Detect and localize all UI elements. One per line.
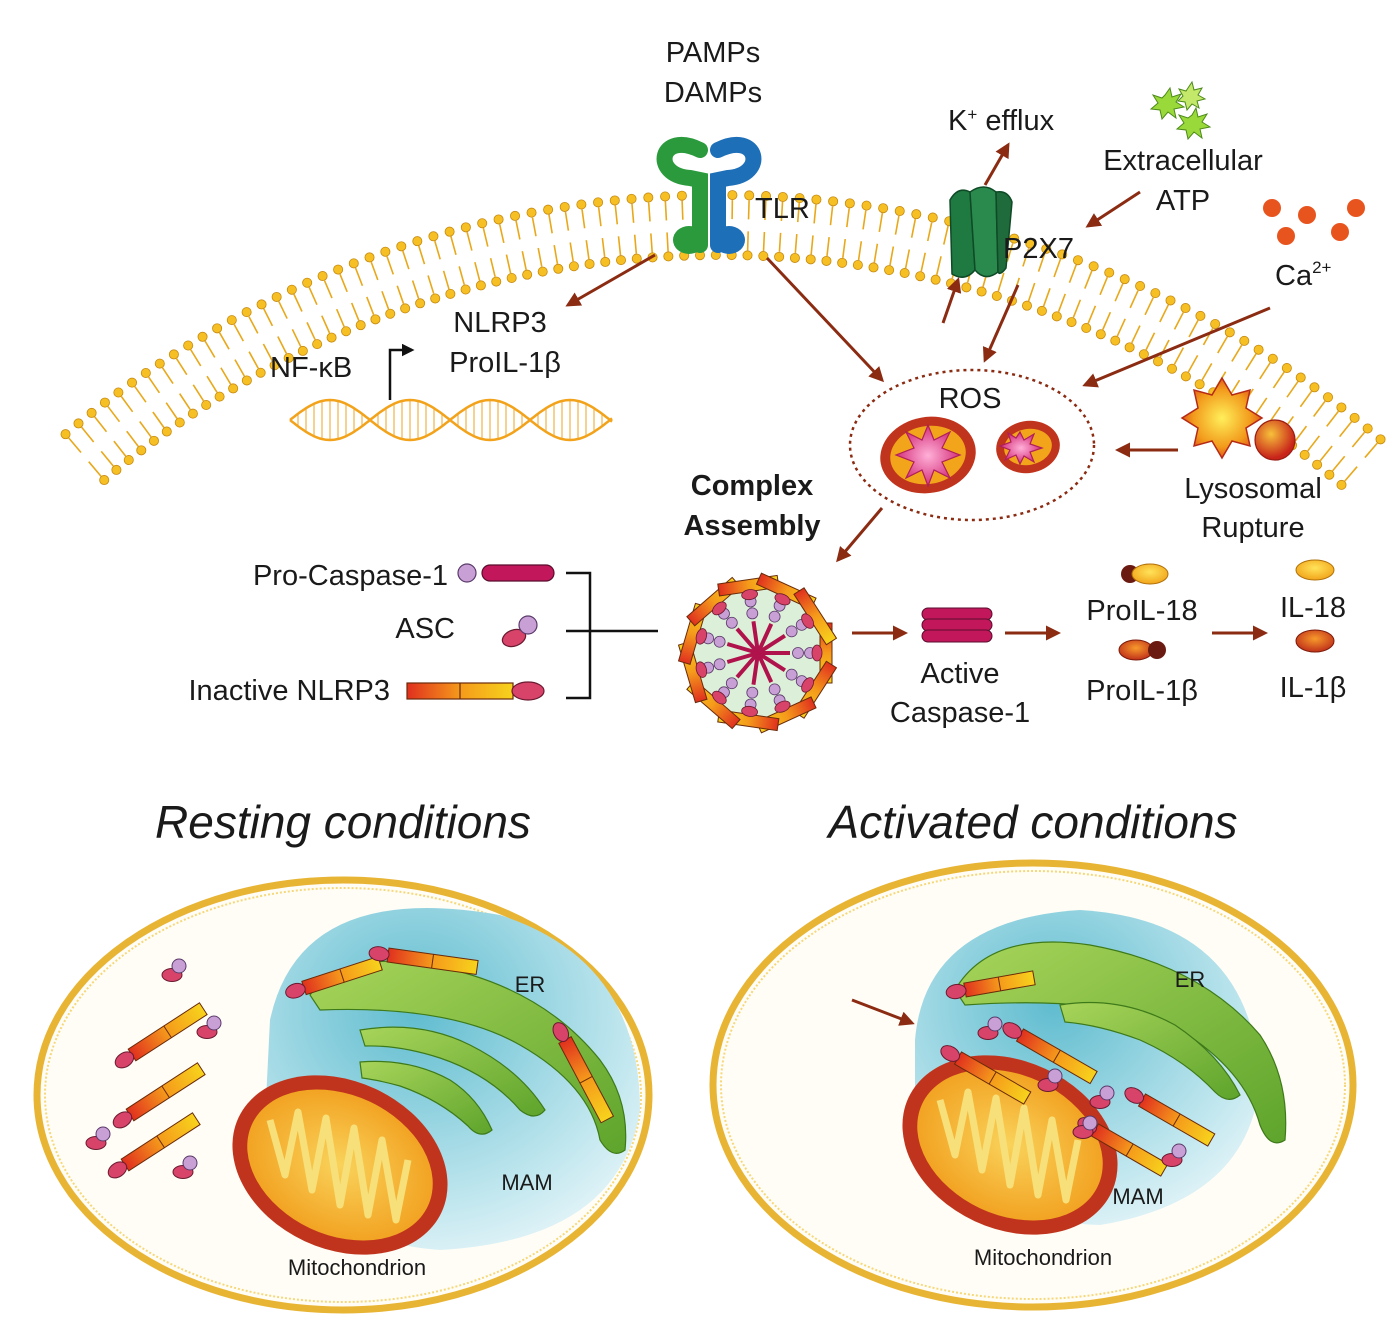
resting-title: Resting conditions: [155, 796, 531, 848]
lysosome-burst-icon: [1180, 376, 1296, 461]
il1b-icon: [1295, 629, 1335, 653]
er-activated-icon: [954, 941, 1287, 1144]
caspase1-label: Caspase-1: [890, 697, 1030, 729]
active-caspase-icon: [921, 607, 993, 643]
nlrp3-icon: [406, 681, 545, 701]
activated-cell: [709, 859, 1357, 1311]
transcription-start-icon: [388, 343, 415, 400]
inactive-nlrp3-label: Inactive NLRP3: [189, 675, 391, 707]
er-resting-icon: [309, 960, 627, 1154]
pamps-label: PAMPs: [666, 37, 761, 69]
tlr-label: TLR: [755, 193, 810, 225]
inflammasome-complex-icon: [677, 572, 838, 734]
pro-caspase-label: Pro-Caspase-1: [253, 560, 448, 592]
proil18-label: ProIL-18: [1086, 595, 1197, 627]
k-efflux-label: K+ efflux: [948, 105, 1055, 137]
proil1b-icon: [1118, 639, 1166, 661]
cell-membrane: [60, 190, 1386, 490]
dna-helix-icon: [289, 398, 613, 442]
mitochondrion-resting-icon: [232, 1075, 448, 1255]
nlrp3-gene-label: NLRP3: [453, 307, 547, 339]
activated-title: Activated conditions: [825, 796, 1237, 848]
pro-caspase-icon: [457, 563, 555, 583]
resting-cell: [33, 876, 653, 1314]
p2x7-label: P2X7: [1003, 233, 1074, 265]
mam-label-resting: MAM: [501, 1170, 552, 1195]
il18-label: IL-18: [1280, 592, 1346, 624]
lysosomal-label: Lysosomal: [1184, 473, 1322, 505]
tlr-receptor-icon: [656, 136, 762, 254]
er-label-resting: ER: [515, 972, 546, 997]
damps-label: DAMPs: [664, 77, 762, 109]
mitochondrion-label-activated: Mitochondrion: [974, 1245, 1112, 1270]
atp-label: ATP: [1156, 185, 1210, 217]
asc-label: ASC: [395, 613, 455, 645]
mitochondrion-label-resting: Mitochondrion: [288, 1255, 426, 1280]
rupture-label: Rupture: [1201, 512, 1304, 544]
proil1b-label: ProIL-1β: [1086, 675, 1198, 707]
ros-region: [848, 368, 1096, 522]
asc-icon: [501, 615, 538, 648]
il1b-label: IL-1β: [1280, 672, 1347, 704]
p2x7-channel-icon: [949, 186, 1013, 278]
atp-burst-icon: [1149, 80, 1212, 141]
mitochondrion-ros-icon: [880, 416, 1060, 494]
mam-label-activated: MAM: [1112, 1184, 1163, 1209]
mitochondrion-activated-icon: [902, 1055, 1118, 1235]
extracellular-label: Extracellular: [1103, 145, 1263, 177]
calcium-ions-icon: [1263, 199, 1365, 245]
il18-icon: [1295, 559, 1335, 581]
active-label: Active: [921, 658, 1000, 690]
proil1b-gene-label: ProIL-1β: [449, 347, 561, 379]
nfkb-label: NF-κB: [270, 352, 352, 384]
ros-label: ROS: [939, 383, 1002, 415]
assembly-label: Assembly: [683, 510, 820, 542]
er-label-activated: ER: [1175, 967, 1206, 992]
calcium-label: Ca2+: [1275, 258, 1332, 292]
component-bracket: [566, 571, 592, 700]
complex-label: Complex: [691, 470, 813, 502]
proil18-icon: [1121, 563, 1169, 585]
